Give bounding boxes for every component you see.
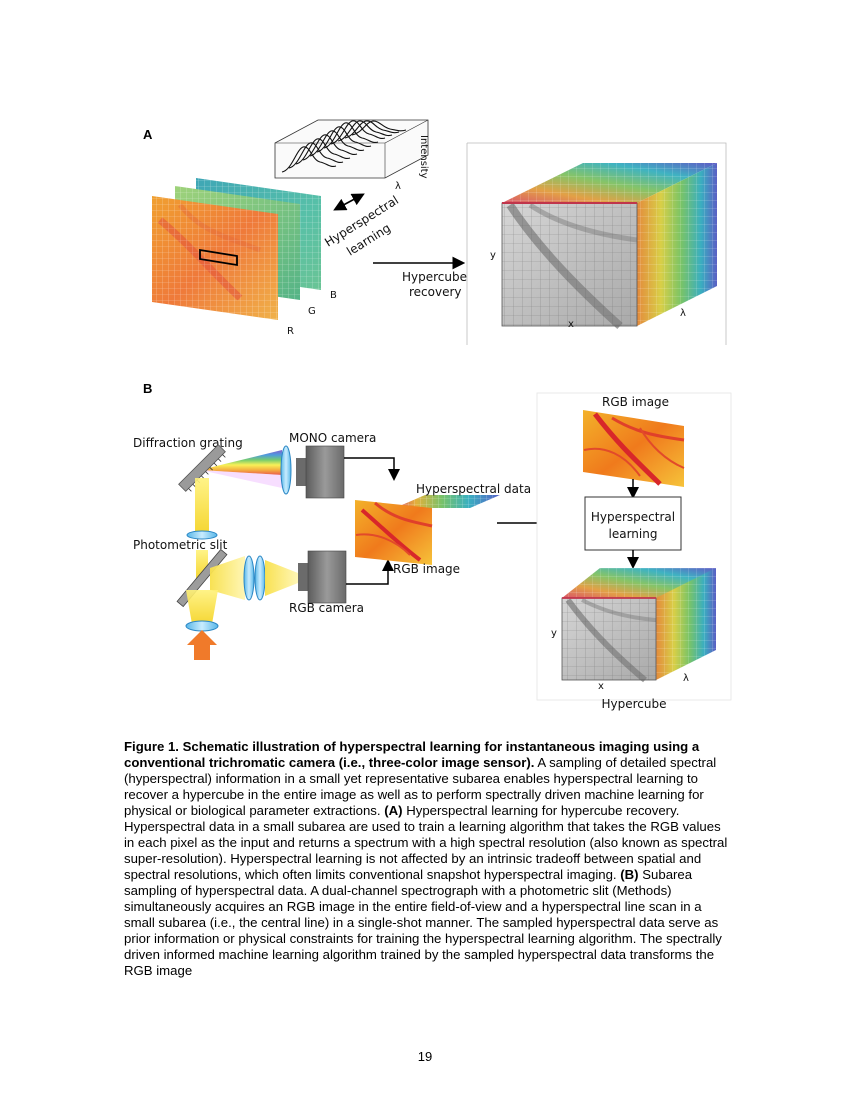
double-arrow (333, 193, 365, 211)
page-number: 19 (417, 1049, 433, 1064)
channel-r-plane (152, 196, 278, 320)
panel-a-label: A (143, 127, 153, 142)
rgb-image-top (583, 410, 685, 487)
hyperspectral-data-label: Hyperspectral data (416, 482, 531, 496)
rgb-camera-arrow (346, 559, 394, 585)
rgb-lens-2 (254, 555, 266, 601)
subarea-box (199, 248, 238, 267)
rgb-lens-1 (243, 555, 255, 601)
caption-text-a: Hyperspectral learning for hypercube rec… (124, 803, 728, 882)
recovery-label-1: Hypercube (402, 270, 467, 284)
caption-tag-a: (A) (384, 803, 403, 818)
channel-b-label: B (330, 290, 337, 301)
cube-b-y-label: y (551, 628, 557, 639)
intensity-label: Intensity (418, 135, 429, 179)
mono-camera (296, 445, 345, 499)
learning-box-label-2: learning (609, 527, 658, 541)
rgb-image-mid-label: RGB image (393, 562, 460, 576)
cube-b-x-label: x (598, 681, 604, 692)
input-lens (185, 620, 219, 632)
cube-b-lambda-label: λ (683, 673, 689, 684)
beam-to-grating (195, 478, 209, 532)
spectrum-beam (200, 450, 282, 475)
rgb-camera (298, 550, 347, 604)
caption-intro: A sampling of detailed spectral (hypersp… (124, 755, 717, 818)
learning-box (584, 496, 682, 551)
cube-frame (467, 142, 727, 345)
rgb-image-top-label: RGB image (602, 395, 669, 409)
learning-box-label-1: Hyperspectral (591, 510, 675, 524)
beam-to-rgb-lens (210, 556, 245, 600)
hypercube-b (561, 568, 716, 683)
diffraction-grating-label: Diffraction grating (133, 436, 243, 450)
channel-g-label: G (308, 306, 316, 317)
lambda-small-label: λ (395, 181, 401, 192)
panel-b-label: B (143, 381, 152, 396)
hypercube-a (501, 163, 717, 329)
slit-lens-top (186, 530, 218, 540)
cube-a-x-label: x (568, 319, 574, 330)
recovery-label-2: recovery (409, 285, 462, 299)
mono-camera-label: MONO camera (289, 431, 376, 445)
mono-lens (280, 445, 292, 495)
caption-title: Figure 1. Schematic illustration of hype… (124, 739, 700, 770)
rgb-camera-label: RGB camera (289, 601, 364, 615)
photometric-slit-label: Photometric slit (133, 538, 228, 552)
cube-a-lambda-label: λ (680, 308, 686, 319)
diffraction-grating (178, 444, 226, 492)
spectrum-plot: λ Intensity (274, 119, 429, 192)
hypercube-label: Hypercube (602, 697, 667, 711)
channel-r-label: R (287, 326, 294, 337)
hyperspectral-data-stack (355, 495, 500, 565)
figure-1: A λ Intensity Hyperspectral learning (133, 119, 732, 711)
figure-caption: Figure 1. Schematic illustration of hype… (124, 739, 728, 979)
caption-text-b: Subarea sampling of hyperspectral data. … (124, 867, 722, 978)
mono-to-data-arrow (344, 457, 400, 481)
caption-tag-b: (B) (620, 867, 639, 882)
input-light-arrow (187, 630, 217, 660)
cube-a-y-label: y (490, 250, 496, 261)
